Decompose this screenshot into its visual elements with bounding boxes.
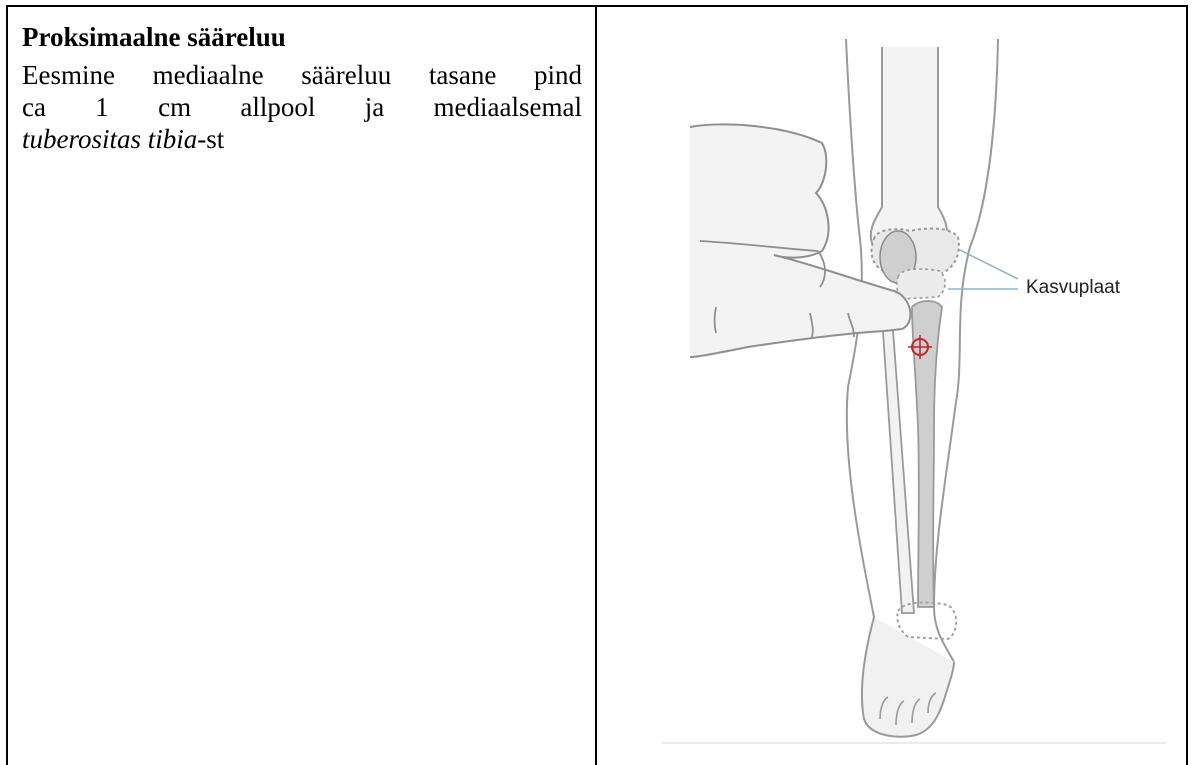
section-title: Proksimaalne sääreluu: [22, 20, 582, 54]
table-column-divider: [595, 5, 597, 765]
description-line-2: ca 1 cm allpool ja mediaalsemal: [22, 91, 582, 123]
description-line-1: Eesmine mediaalne sääreluu tasane pind: [22, 59, 582, 91]
description-suffix: -st: [197, 124, 224, 154]
section-description: Eesmine mediaalne sääreluu tasane pind c…: [22, 59, 582, 155]
description-term: tuberositas tibia: [22, 124, 197, 154]
femur-bone: [871, 47, 948, 243]
description-line-3: tuberositas tibia-st: [22, 123, 582, 155]
image-cell: Kasvuplaat: [598, 7, 1186, 759]
text-cell: Proksimaalne sääreluu Eesmine mediaalne …: [22, 20, 582, 155]
fibula-bone: [882, 317, 914, 613]
growth-plate-label: Kasvuplaat: [1026, 277, 1121, 298]
leg-illustration: Kasvuplaat: [598, 7, 1186, 759]
